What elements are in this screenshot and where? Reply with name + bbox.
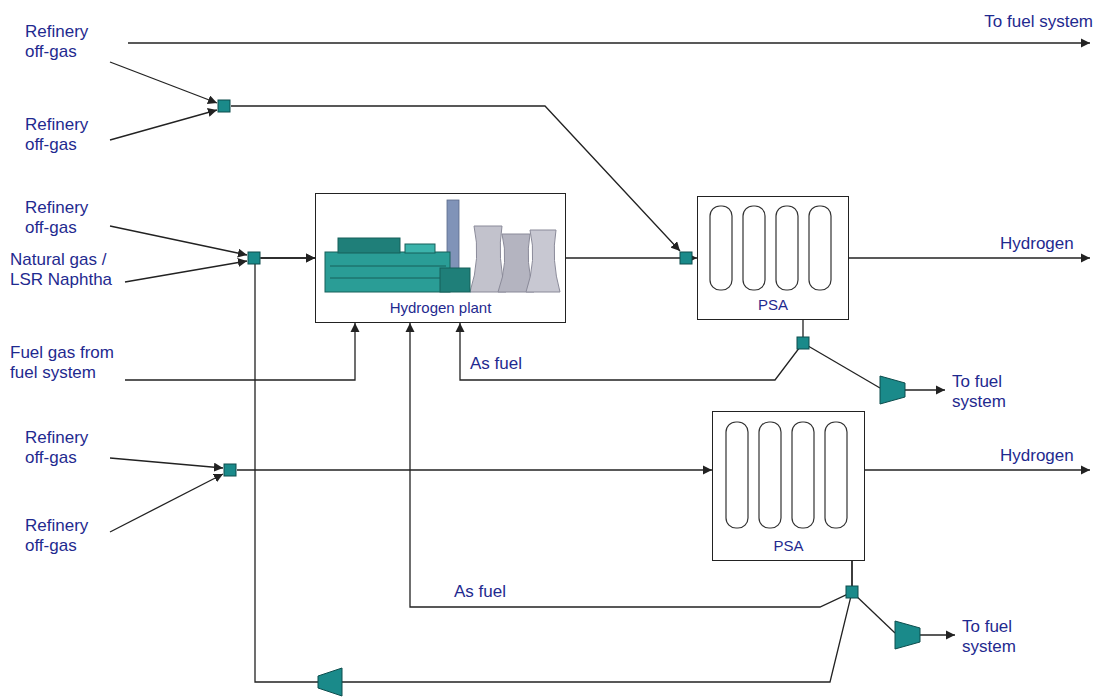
psa-vessel (776, 206, 798, 290)
stream-line (128, 42, 1090, 43)
stream-label: Natural gas / LSR Naphtha (10, 250, 128, 290)
plant-illustration (325, 252, 450, 292)
stream-label: To fuel system (952, 372, 1027, 412)
stream-label: To fuel system (975, 12, 1093, 32)
psa-vessel (809, 206, 831, 290)
psa-vessel (710, 206, 732, 290)
compressor-symbol (318, 668, 342, 696)
process-box: Hydrogen plant (315, 193, 566, 323)
plant-illustration (440, 268, 470, 292)
stream-line (110, 458, 223, 468)
process-box: PSA (697, 196, 849, 320)
psa-vessel (792, 422, 814, 528)
plant-illustration (325, 200, 560, 292)
box-label: PSA (758, 295, 788, 315)
stream-label: Hydrogen (1000, 234, 1095, 254)
mixing-point (680, 252, 692, 264)
psa-vessel (759, 422, 781, 528)
plant-illustration (330, 278, 446, 279)
psa-vessel (710, 206, 847, 528)
stream-label: Refinery off-gas (25, 516, 105, 556)
flow-connector (566, 257, 697, 258)
mixing-point (218, 100, 230, 112)
compressor-symbol (318, 376, 920, 696)
stream-line (865, 469, 1090, 470)
stream-line (125, 261, 247, 282)
mixing-point (248, 252, 260, 264)
process-box: PSA (712, 411, 865, 561)
psa-vessel (726, 422, 748, 528)
flow-connector (460, 320, 803, 380)
stream-line (237, 469, 712, 470)
stream-line (261, 257, 315, 258)
mixing-point (218, 100, 858, 598)
stream-label: Refinery off-gas (25, 428, 105, 468)
stream-label: Refinery off-gas (25, 22, 105, 62)
compressor-symbol (895, 621, 920, 649)
plant-illustration (330, 266, 446, 267)
stream-label: Refinery off-gas (25, 198, 105, 238)
flow-connector (410, 323, 852, 607)
plant-illustration (405, 244, 435, 253)
stream-line (110, 226, 247, 255)
mixing-point (797, 337, 809, 349)
stream-line (110, 62, 217, 103)
plant-illustration (470, 226, 506, 292)
plant-illustration (338, 238, 400, 253)
stream-label: Hydrogen (1000, 446, 1095, 466)
stream-line (905, 389, 945, 390)
box-label: PSA (773, 536, 803, 556)
stream-line (110, 43, 1090, 635)
stream-line (803, 343, 880, 388)
compressor-symbol (880, 376, 905, 404)
psa-vessel (743, 206, 765, 290)
mixing-point (224, 464, 236, 476)
connector-label: As fuel (452, 582, 508, 602)
stream-line (125, 323, 355, 380)
stream-line (110, 474, 223, 532)
stream-line (920, 634, 955, 635)
mixing-point (846, 586, 858, 598)
stream-label: Fuel gas from fuel system (10, 343, 140, 383)
stream-label: Refinery off-gas (25, 115, 105, 155)
stream-line (849, 257, 1090, 258)
connector-label: As fuel (468, 354, 524, 374)
psa-vessel (825, 422, 847, 528)
stream-label: To fuel system (962, 617, 1037, 657)
box-label: Hydrogen plant (390, 298, 492, 318)
plant-illustration (526, 230, 560, 292)
stream-line (110, 110, 217, 140)
